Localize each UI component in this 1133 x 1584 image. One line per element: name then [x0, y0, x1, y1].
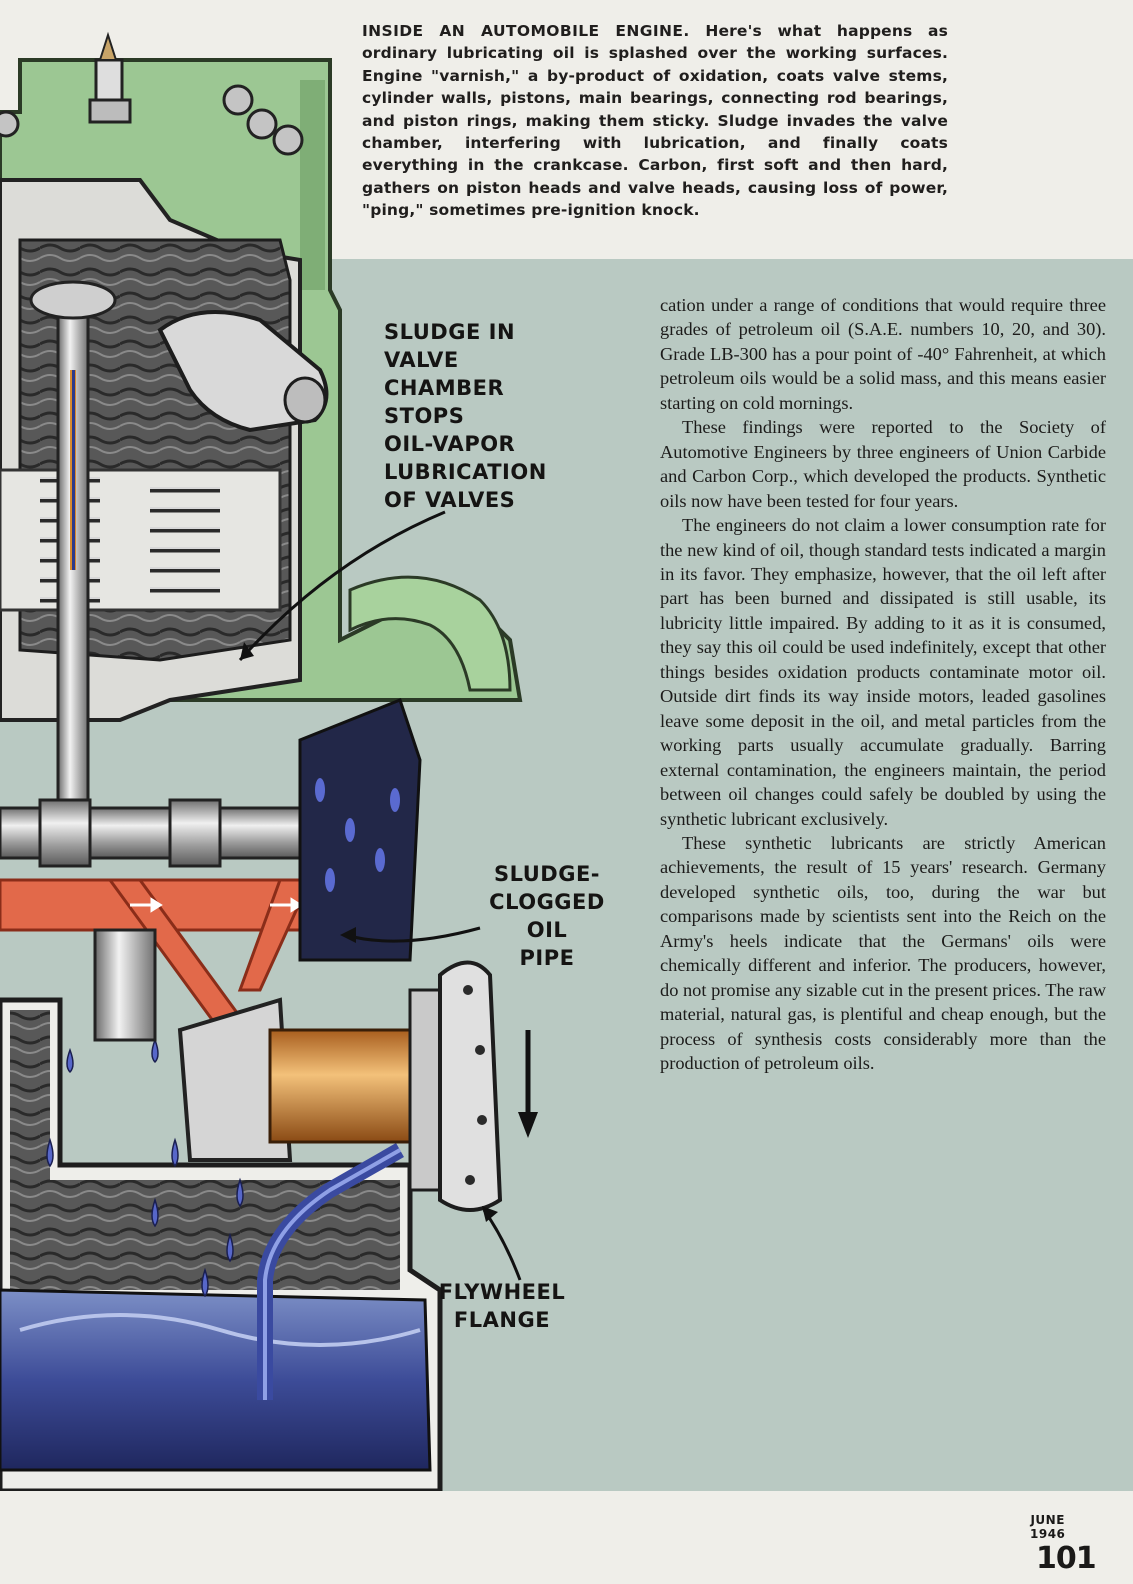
article-paragraph: cation under a range of conditions that …: [660, 295, 1106, 413]
article-paragraph: These findings were reported to the Soci…: [660, 417, 1106, 511]
issue-year: 1946: [1030, 1527, 1066, 1541]
article-paragraph: These synthetic lubricants are strictly …: [660, 832, 1107, 1074]
issue-month: JUNE: [1030, 1513, 1065, 1527]
page-number: 101: [1036, 1541, 1097, 1576]
illustration-caption: INSIDE AN AUTOMOBILE ENGINE. Here's what…: [362, 20, 948, 222]
caption-text: Here's what happens as ordinary lubricat…: [362, 22, 949, 220]
engine-cutaway-illustration: [0, 31, 538, 1491]
page-folio: JUNE 1946 101: [1030, 1513, 1133, 1576]
article-paragraph: The engineers do not claim a lower consu…: [660, 515, 1106, 829]
caption-lead: INSIDE AN AUTOMOBILE ENGINE.: [362, 22, 690, 40]
issue-date: JUNE 1946: [1030, 1513, 1065, 1541]
callout-sludge-in-valve-chamber: SLUDGE IN VALVE CHAMBER STOPS OIL-VAPOR …: [384, 320, 547, 512]
callout-flywheel-flange: FLYWHEEL FLANGE: [438, 1280, 566, 1332]
callout-sludge-clogged-oil-pipe: SLUDGE- CLOGGED OIL PIPE: [489, 862, 605, 970]
article-column: cation under a range of conditions that …: [660, 293, 1106, 1076]
